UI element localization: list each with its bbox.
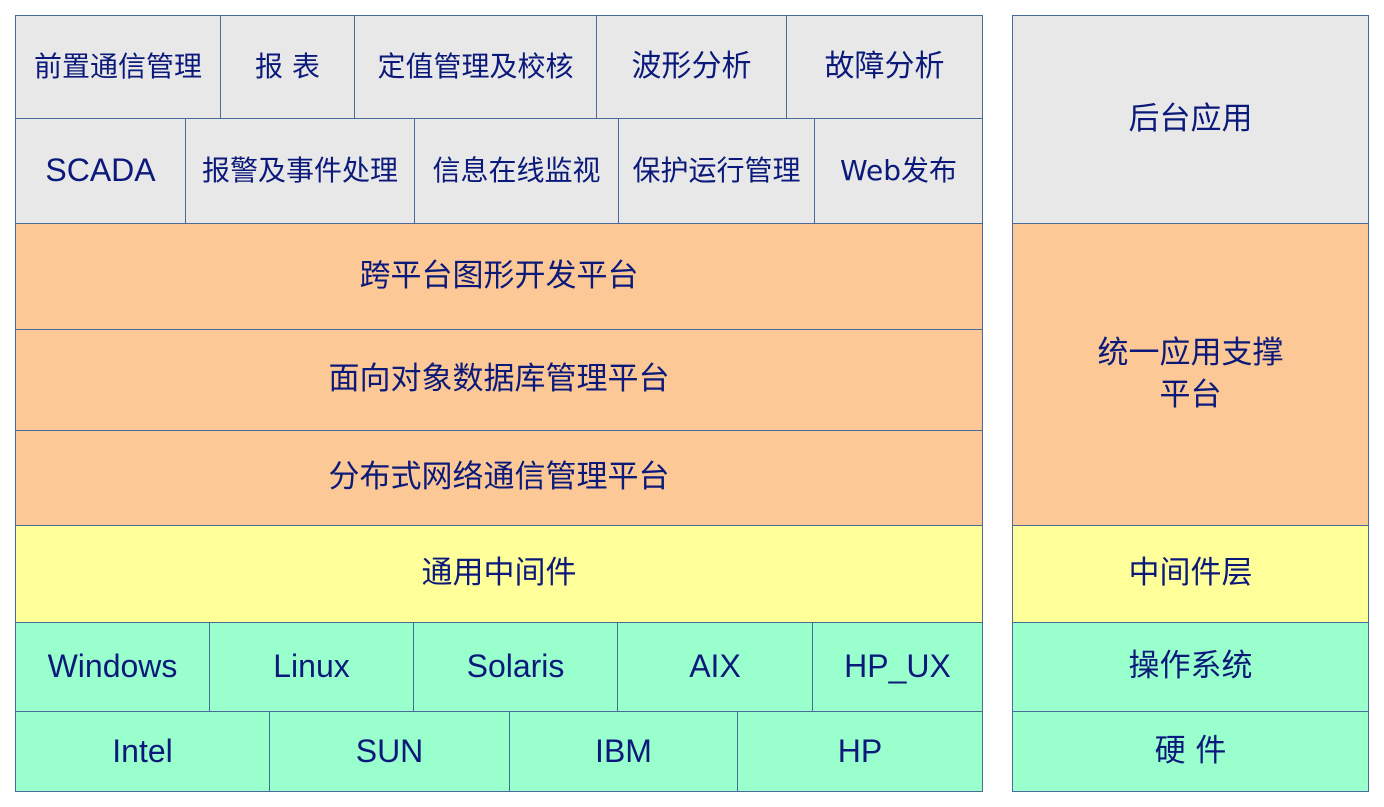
os-windows: Windows [15, 622, 210, 712]
platform-oodb: 面向对象数据库管理平台 [15, 329, 983, 431]
app-fault-analysis: 故障分析 [786, 15, 983, 119]
platform-graphics: 跨平台图形开发平台 [15, 223, 983, 330]
support-platform-line1: 统一应用支撑 [1097, 334, 1284, 371]
layer-backend-app: 后台应用 [1012, 15, 1369, 224]
layer-middleware: 中间件层 [1012, 525, 1369, 623]
os-linux: Linux [209, 622, 414, 712]
hw-ibm: IBM [509, 711, 738, 792]
app-web-publish: Web发布 [814, 118, 983, 224]
app-setting-mgmt: 定值管理及校核 [354, 15, 597, 119]
support-platform-line2: 平台 [1159, 376, 1222, 413]
app-waveform-analysis: 波形分析 [596, 15, 787, 119]
general-middleware: 通用中间件 [15, 525, 983, 623]
layer-hardware: 硬 件 [1012, 711, 1369, 792]
os-hp-ux: HP_UX [812, 622, 983, 712]
app-frontend-comm-mgmt: 前置通信管理 [15, 15, 221, 119]
app-reports: 报 表 [220, 15, 355, 119]
hw-sun: SUN [269, 711, 510, 792]
app-alarm-event: 报警及事件处理 [185, 118, 415, 224]
hw-hp: HP [737, 711, 983, 792]
app-online-monitor: 信息在线监视 [414, 118, 619, 224]
platform-network-comm: 分布式网络通信管理平台 [15, 430, 983, 526]
layer-support-platform: 统一应用支撑 平台 [1012, 223, 1369, 526]
os-aix: AIX [617, 622, 813, 712]
app-protection-mgmt: 保护运行管理 [618, 118, 815, 224]
hw-intel: Intel [15, 711, 270, 792]
layer-os: 操作系统 [1012, 622, 1369, 712]
app-scada: SCADA [15, 118, 186, 224]
os-solaris: Solaris [413, 622, 618, 712]
